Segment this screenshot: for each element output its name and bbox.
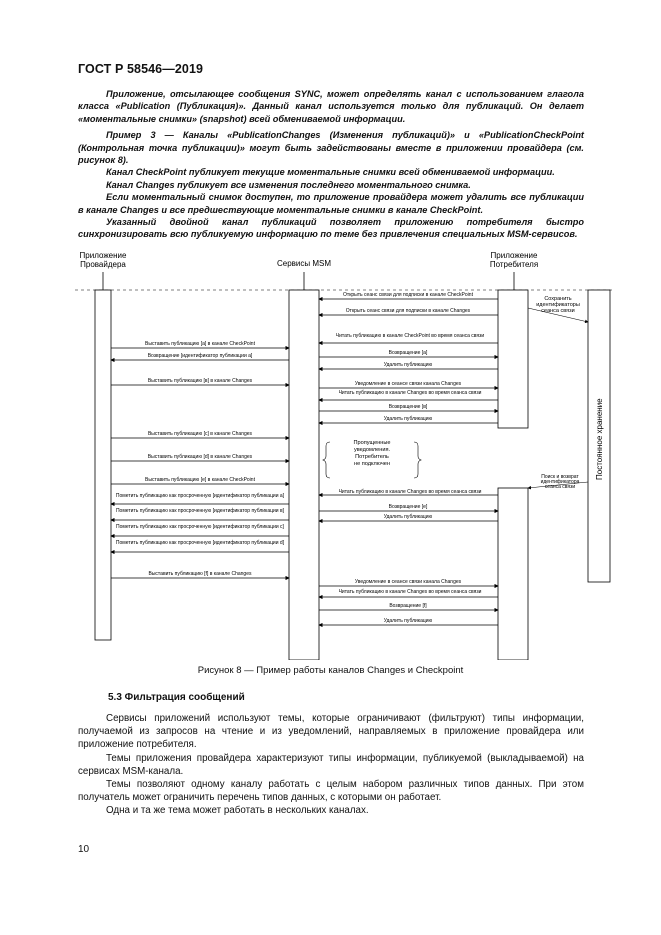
body-text-block: Сервисы приложений используют темы, кото… [78,712,584,818]
msg-label: Выставить публикацию [e] в канале CheckP… [145,477,256,483]
example-note-block: Приложение, отсылающее сообщения SYNC, м… [78,88,584,241]
body-paragraph: Одна и та же тема может работать в неско… [106,805,369,817]
page-number: 10 [78,844,90,855]
msg-label: Выставить публикацию [d] в канале Change… [148,454,253,460]
msg-label: Возвращение [идентификатор публикации a] [148,353,253,359]
msg-label: Пометить публикацию как просроченную [ид… [116,508,285,514]
section-heading: 5.3 Фильтрация сообщений [108,692,245,703]
msg-label: Удалить публикацию [384,362,433,368]
msg-label: Выставить публикацию [f] в канале Change… [149,571,252,577]
msg-label: Выставить публикацию [с] в канале Change… [148,431,253,437]
msg-label: Выставить публикацию [a] в канале CheckP… [145,341,256,347]
skipped-bracket-left [322,441,331,479]
figure-caption: Рисунок 8 — Пример работы каналов Change… [197,665,464,676]
save-session-arrow [527,307,589,324]
msg-label: Читать публикацию в канале Changes во вр… [339,489,482,495]
msg-label: Удалить публикацию [384,416,433,422]
msg-label: Читать публикацию в канале CheckPoint во… [336,333,485,339]
storage-label: Постоянное хранение [595,398,604,480]
msg-label: Открыть сеанс связи для подписки в канал… [346,308,471,314]
storage-activation [587,289,611,583]
standard-header: ГОСТ Р 58546—2019 [78,62,204,76]
note-paragraph: Пример 3 — Каналы «PublicationChanges (И… [78,130,584,166]
msg-label: Возвращение [e] [389,504,428,510]
body-paragraph: Сервисы приложений используют темы, кото… [78,713,584,751]
note-paragraph: Если моментальный снимок доступен, то пр… [78,192,584,215]
msg-label: Читать публикацию в канале Changes во вр… [339,589,482,595]
msg-label: Открыть сеанс связи для подписки в канал… [343,292,474,298]
msg-label: Пометить публикацию как просроченную [ид… [116,493,285,499]
lane-title-msm: Сервисы MSM [277,259,331,268]
provider-activation [94,289,112,641]
consumer-activation-2 [497,487,529,660]
msg-label: Удалить публикацию [384,618,433,624]
message-arrows: Открыть сеанс связи для подписки в канал… [110,292,499,628]
msg-label: Возвращение [f] [389,603,427,609]
note-paragraph: Приложение, отсылающее сообщения SYNC, м… [78,89,584,124]
msg-label: Удалить публикацию [384,514,433,520]
msg-label: Возвращение [в] [389,404,428,410]
msg-label: Уведомление в сеансе связи канала Change… [355,579,462,585]
msg-label: Выставить публикацию [в] в канале Change… [148,378,253,384]
msg-label: Пометить публикацию как просроченную [ид… [116,540,285,546]
note-paragraph: Канал CheckPoint публикует текущие момен… [106,167,555,178]
msg-label: Читать публикацию в канале Changes во вр… [339,390,482,396]
note-paragraph: Канал Changes публикует все изменения по… [106,179,471,190]
consumer-activation-1 [497,289,529,429]
msm-activation [288,289,320,660]
skipped-bracket-right [413,441,422,479]
note-paragraph: Указанный двойной канал публикаций позво… [78,217,584,240]
msg-label: Возвращение [a] [389,350,428,356]
body-paragraph: Темы позволяют одному каналу работать с … [78,779,584,804]
restore-session-arrow [527,481,589,490]
msg-label: Уведомление в сеансе связи канала Change… [355,381,462,387]
msg-label: Пометить публикацию как просроченную [ид… [116,524,285,530]
body-paragraph: Темы приложения провайдера характеризуют… [78,752,584,777]
